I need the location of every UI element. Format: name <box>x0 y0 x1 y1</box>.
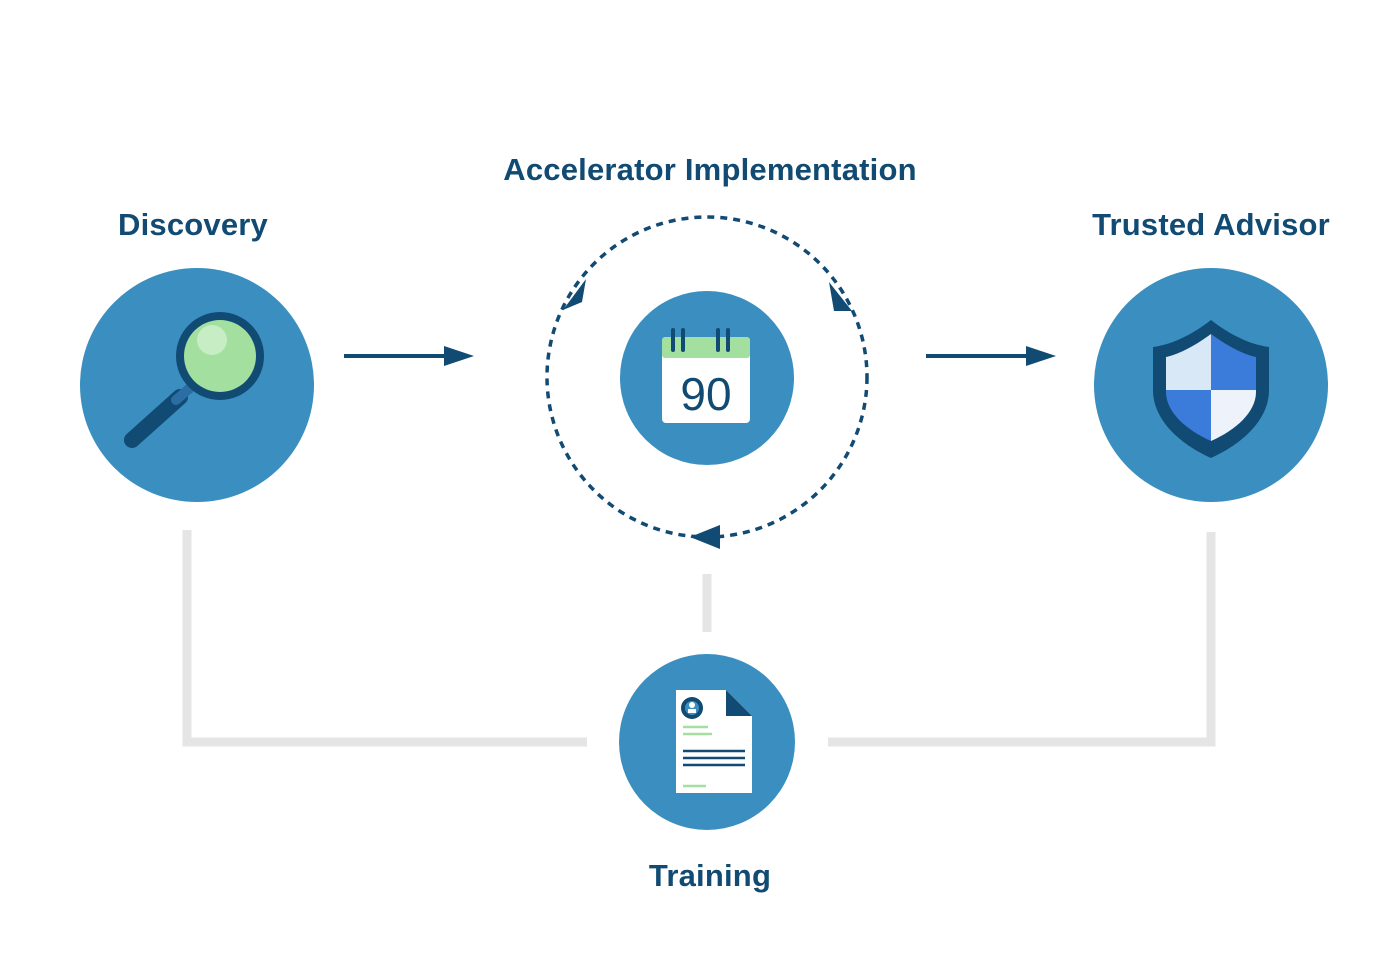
left-connector <box>182 530 587 747</box>
trusted-advisor-node <box>1094 268 1328 502</box>
calendar-icon: 90 <box>662 328 750 423</box>
right-connector <box>828 532 1216 747</box>
arrow-discovery-to-accelerator <box>344 346 474 366</box>
accelerator-node: 90 <box>620 291 794 465</box>
trusted-advisor-label: Trusted Advisor <box>1092 207 1330 242</box>
resume-document-icon <box>676 690 752 793</box>
shield-icon <box>1153 320 1269 458</box>
magnifying-glass-icon <box>124 312 264 448</box>
cycle-arrowhead-bottom <box>690 525 720 549</box>
discovery-node <box>80 268 314 502</box>
training-label: Training <box>648 858 772 893</box>
cycle-arrowhead-top-left <box>563 279 586 310</box>
cycle-arrowhead-top-right <box>829 282 852 311</box>
training-node <box>619 654 795 830</box>
calendar-number: 90 <box>680 368 731 420</box>
cycle-loop <box>545 215 869 549</box>
arrow-accelerator-to-trusted-advisor <box>926 346 1056 366</box>
training-connectors <box>182 530 1216 747</box>
discovery-label: Discovery <box>117 207 269 242</box>
accelerator-implementation-label: Accelerator Implementation <box>503 152 917 187</box>
